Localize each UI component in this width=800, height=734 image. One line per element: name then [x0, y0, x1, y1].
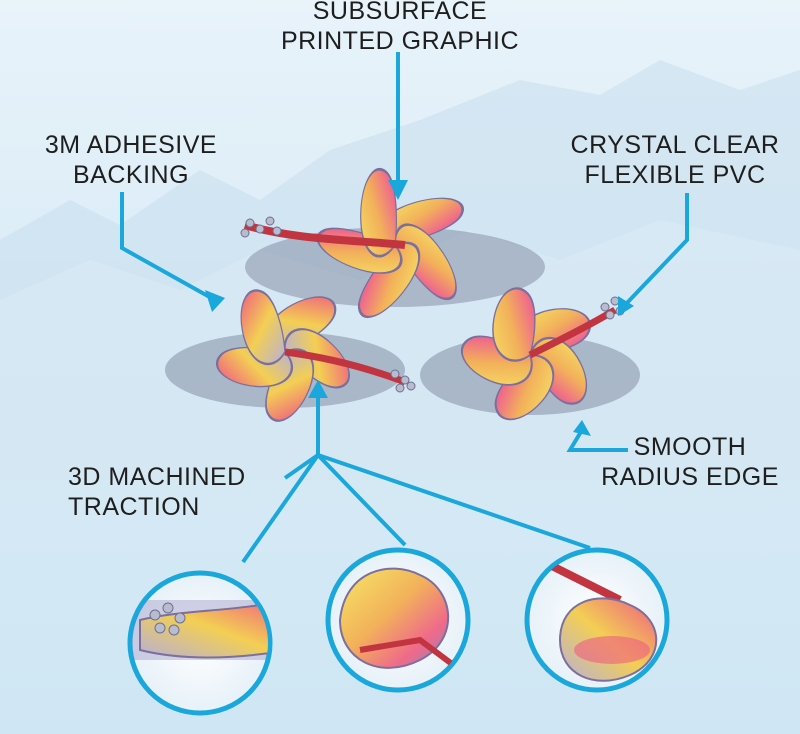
label-line: SUBSURFACE [312, 0, 488, 25]
callout-arrows [120, 52, 689, 564]
label-line: TRACTION [68, 493, 200, 521]
label-crystal-clear-pvc: CRYSTAL CLEAR FLEXIBLE PVC [565, 130, 785, 190]
arrow-traction-c3 [317, 453, 591, 550]
label-line: FLEXIBLE PVC [584, 161, 766, 189]
arrow-traction-left [283, 453, 320, 480]
label-3d-machined-traction: 3D MACHINED TRACTION [68, 462, 318, 522]
arrow-heads [205, 180, 634, 436]
label-subsurface-printed-graphic: SUBSURFACE PRINTED GRAPHIC [250, 0, 550, 56]
label-line: SMOOTH [633, 433, 747, 461]
label-line: CRYSTAL CLEAR [570, 131, 780, 159]
arrow-traction-c1 [241, 453, 320, 564]
arrow-crystal [623, 193, 689, 307]
hibiscus-flower-left [165, 288, 416, 429]
detail-circle-2 [325, 547, 471, 693]
hibiscus-flower-right [420, 282, 640, 429]
arrow-adhesive [120, 192, 216, 302]
hibiscus-flower-top [240, 165, 545, 326]
label-line: RADIUS EDGE [601, 463, 779, 491]
detail-circle-1 [127, 570, 273, 716]
detail-circle-3 [524, 547, 670, 693]
arrow-smooth [566, 428, 628, 452]
label-line: 3M ADHESIVE [44, 131, 218, 159]
label-smooth-radius-edge: SMOOTH RADIUS EDGE [600, 432, 780, 492]
label-line: 3D MACHINED [68, 463, 246, 491]
arrow-traction-c2 [316, 453, 407, 547]
label-line: BACKING [72, 161, 190, 189]
label-3m-adhesive-backing: 3M ADHESIVE BACKING [36, 130, 226, 190]
label-line: PRINTED GRAPHIC [280, 27, 520, 55]
